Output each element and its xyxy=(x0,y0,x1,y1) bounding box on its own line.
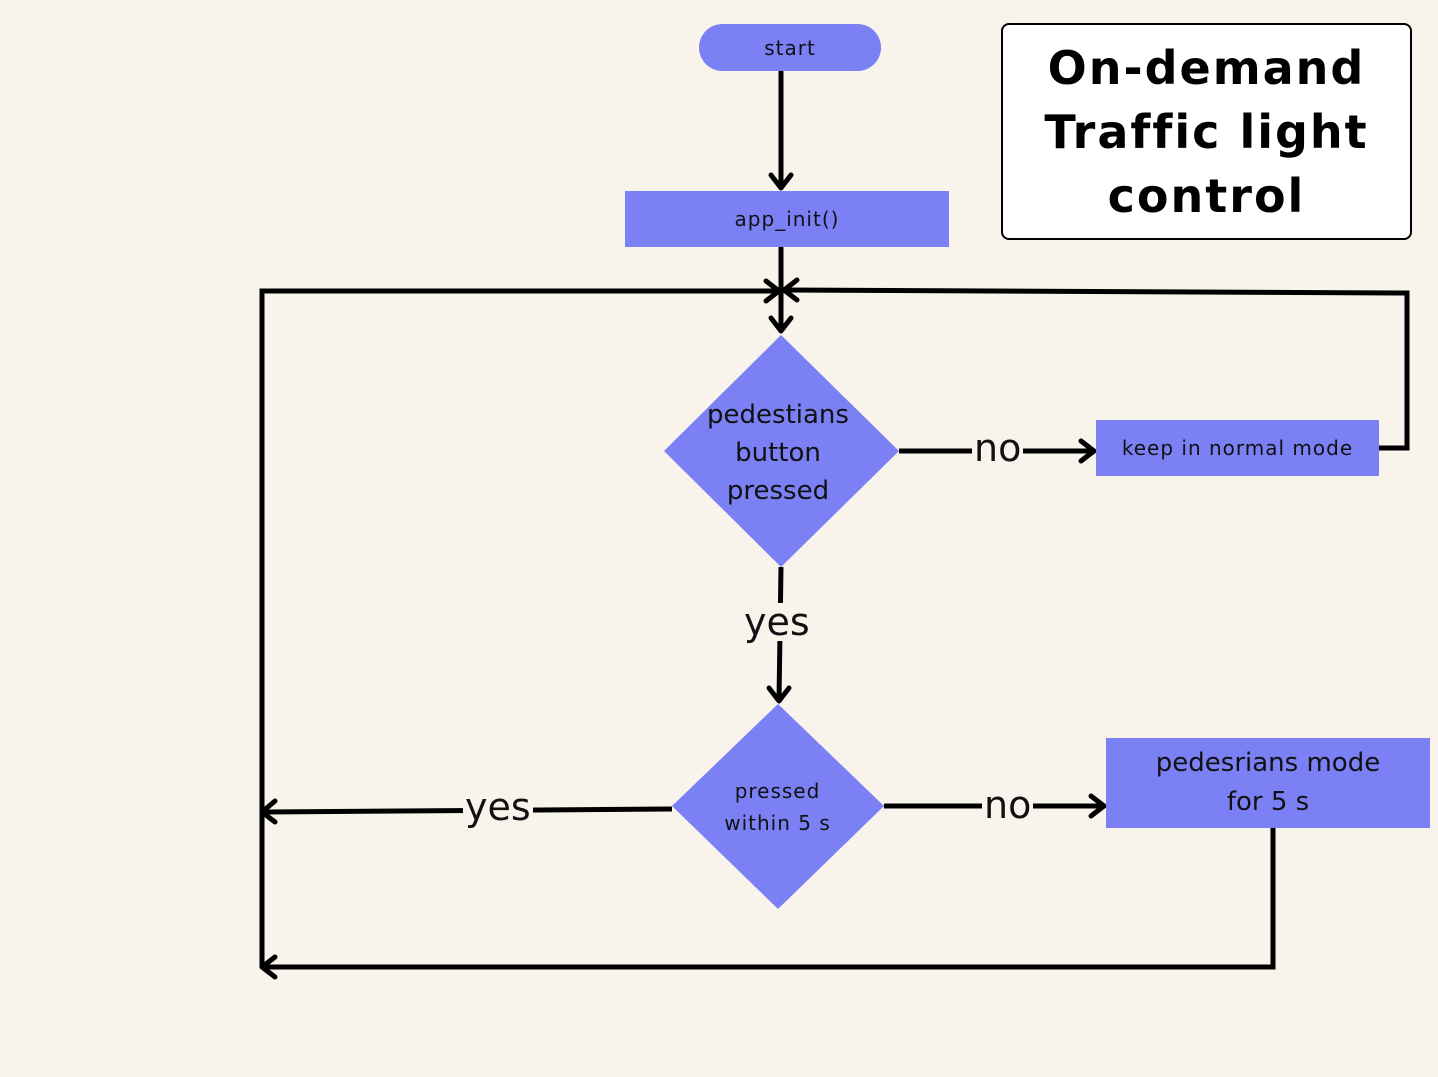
app-init-node: app_init() xyxy=(625,191,949,247)
diagram-title-box: On-demand Traffic light control xyxy=(1001,23,1412,240)
edge-normal-loop xyxy=(784,287,1410,451)
start-node: start xyxy=(699,24,881,71)
decision-pressed-text: pedestians button pressed xyxy=(678,393,878,513)
edge-label-pressed-yes: yes xyxy=(742,600,812,644)
arrowhead-normal xyxy=(1078,438,1097,464)
pedestrian-mode-node: pedesrians mode for 5 s xyxy=(1106,738,1430,828)
decision-within-diamond xyxy=(672,704,884,909)
decision-within-text: pressed within 5 s xyxy=(690,772,865,842)
arrowhead-loop-right xyxy=(763,278,782,304)
decision-pressed-diamond xyxy=(664,335,899,567)
arrowhead-decision2 xyxy=(766,685,792,704)
edge-label-pressed-no: no xyxy=(972,426,1024,470)
normal-mode-node: keep in normal mode xyxy=(1096,420,1379,476)
edge-left-loop xyxy=(259,288,776,967)
normal-mode-label: keep in normal mode xyxy=(1121,436,1354,460)
app-init-label: app_init() xyxy=(734,207,840,231)
arrowhead-loop-merge xyxy=(781,277,800,303)
decision-pressed-line-3: pressed xyxy=(726,476,830,506)
pedestrian-mode-line-2: for 5 s xyxy=(1226,787,1310,817)
title-line-3: control xyxy=(1107,168,1306,223)
pedestrian-mode-line-1: pedesrians mode xyxy=(1155,748,1381,778)
arrowhead-ped xyxy=(1088,793,1107,819)
edge-label-within-yes: yes xyxy=(463,785,533,829)
edge-label-within-no: no xyxy=(982,783,1034,827)
decision-within-line-2: within 5 s xyxy=(724,811,831,835)
decision-within-line-1: pressed xyxy=(734,779,821,803)
arrowhead-decision1 xyxy=(768,315,794,334)
title-line-2: Traffic light xyxy=(1044,104,1369,159)
arrowhead-left-bottom xyxy=(259,954,278,980)
start-label: start xyxy=(764,35,816,60)
edge-ped-return xyxy=(264,828,1276,970)
decision-pressed-line-1: pedestians xyxy=(707,400,849,430)
title-line-1: On-demand xyxy=(1047,40,1366,95)
decision-pressed-line-2: button xyxy=(735,438,821,468)
arrowhead-left-yes xyxy=(259,798,278,825)
arrowhead-init xyxy=(768,172,794,191)
